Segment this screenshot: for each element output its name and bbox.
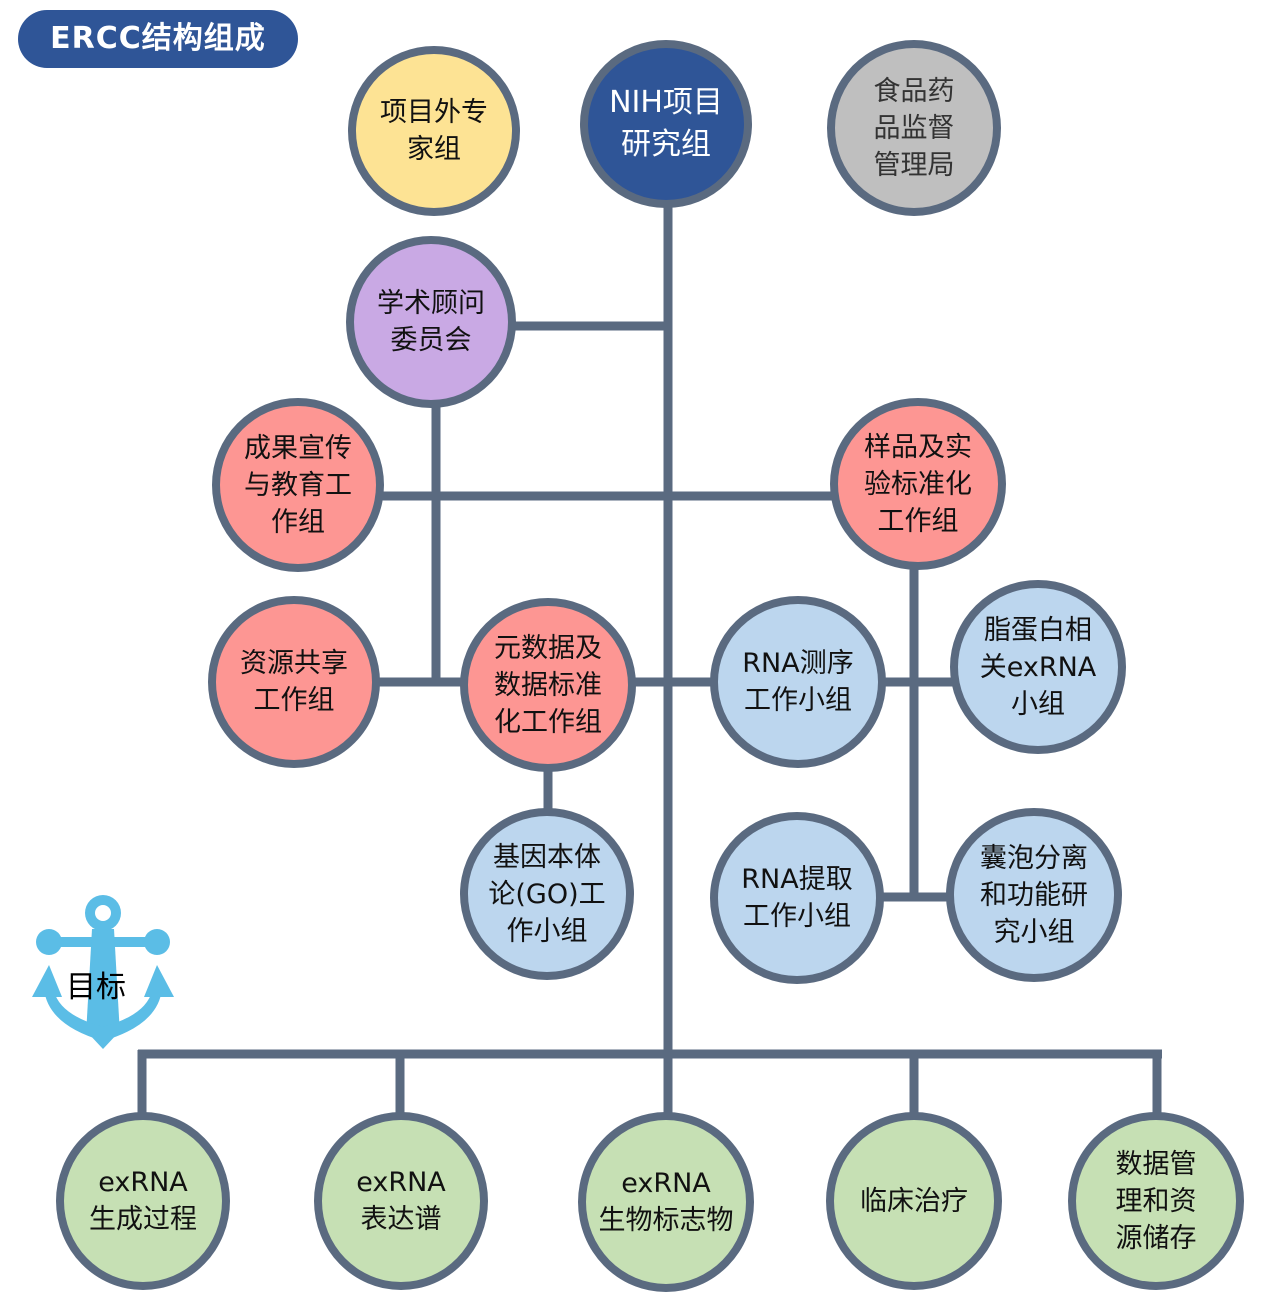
node-label: 数据管 理和资 源储存	[1115, 1148, 1197, 1254]
node-label: 样品及实 验标准化 工作组	[864, 431, 972, 537]
node-label: exRNA 表达谱	[356, 1167, 446, 1235]
node-label: exRNA 生成过程	[89, 1167, 197, 1235]
node-sample-standard-group: 样品及实 验标准化 工作组	[830, 398, 1006, 570]
node-label: 脂蛋白相 关exRNA 小组	[979, 614, 1097, 720]
node-label: 元数据及 数据标准 化工作组	[494, 632, 602, 738]
node-label: 项目外专 家组	[380, 97, 488, 165]
node-label: 食品药 品监督 管理局	[873, 75, 955, 181]
node-label: RNA提取 工作小组	[741, 864, 853, 932]
node-outreach-group: 成果宣传 与教育工 作组	[212, 398, 384, 572]
node-rna-extract-group: RNA提取 工作小组	[710, 812, 884, 984]
node-label: 基因本体 论(GO)工 作小组	[488, 841, 606, 947]
node-fda: 食品药 品监督 管理局	[827, 40, 1001, 216]
node-label: 成果宣传 与教育工 作组	[244, 432, 352, 538]
node-rna-seq-group: RNA测序 工作小组	[710, 596, 886, 768]
node-label: 临床治疗	[860, 1185, 968, 1217]
node-lipoprotein-group: 脂蛋白相 关exRNA 小组	[950, 580, 1126, 754]
node-resource-sharing-group: 资源共享 工作组	[208, 596, 380, 768]
anchor-icon	[32, 895, 174, 1049]
node-label: 资源共享 工作组	[240, 648, 348, 716]
node-label: 学术顾问 委员会	[377, 288, 485, 356]
goal-exrna-biogenesis: exRNA 生成过程	[56, 1112, 230, 1290]
node-label: NIH项目 研究组	[609, 85, 723, 162]
node-vesicle-group: 囊泡分离 和功能研 究小组	[946, 808, 1122, 982]
node-label: exRNA 生物标志物	[598, 1168, 734, 1236]
node-metadata-group: 元数据及 数据标准 化工作组	[460, 598, 636, 772]
goal-exrna-expression: exRNA 表达谱	[314, 1112, 488, 1290]
goal-label: 目标	[66, 970, 126, 1005]
node-gene-ontology-group: 基因本体 论(GO)工 作小组	[460, 808, 634, 980]
goal-clinical-therapy: 临床治疗	[826, 1112, 1002, 1290]
node-external-experts: 项目外专 家组	[348, 46, 520, 216]
node-label: RNA测序 工作小组	[742, 648, 854, 716]
node-advisory-committee: 学术顾问 委员会	[346, 236, 516, 408]
node-nih-group: NIH项目 研究组	[580, 40, 752, 208]
goal-data-management: 数据管 理和资 源储存	[1068, 1112, 1244, 1290]
goal-exrna-biomarker: exRNA 生物标志物	[578, 1112, 754, 1292]
diagram-title: ERCC结构组成	[18, 10, 298, 68]
node-label: 囊泡分离 和功能研 究小组	[980, 842, 1088, 948]
